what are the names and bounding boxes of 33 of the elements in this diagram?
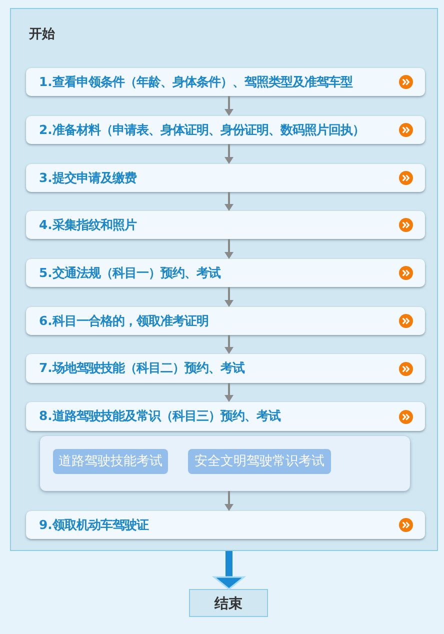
step-text: 3.提交申请及缴费: [39, 169, 136, 187]
arrow: [213, 551, 245, 590]
inner-panel: [40, 436, 410, 491]
step-text: 7.场地驾驶技能（科目二）预约、考试: [39, 359, 244, 377]
arrow: [224, 491, 234, 511]
step-box: [26, 211, 425, 239]
arrow: [224, 383, 234, 402]
arrow: [224, 144, 234, 164]
arrow: [224, 96, 234, 116]
step-text: 8.道路驾驶技能及常识（科目三）预约、考试: [39, 407, 280, 425]
arrow: [224, 192, 234, 211]
step-box: [26, 354, 425, 383]
step-box: [26, 116, 425, 144]
sub-step-box: 安全文明驾驶常识考试: [188, 449, 331, 474]
heading: 开始: [29, 26, 55, 44]
end-box: 结束: [189, 589, 268, 617]
step-text: 2.准备材料（申请表、身体证明、身份证明、数码照片回执）: [39, 121, 364, 139]
step-text: 6.科目一合格的，领取准考证明: [39, 312, 208, 330]
arrow: [224, 239, 234, 259]
step-text: 4.采集指纹和照片: [39, 216, 136, 234]
arrow: [224, 335, 234, 354]
step-text: 9.领取机动车驾驶证: [39, 516, 148, 534]
step-text: 5.交通法规（科目一）预约、考试: [39, 264, 220, 282]
step-box: [26, 259, 425, 287]
arrow: [224, 287, 234, 307]
step-box: [26, 307, 425, 335]
step-text: 1.查看申领条件（年龄、身体条件）、驾照类型及准驾车型: [39, 73, 352, 91]
panel: [10, 8, 438, 551]
step-box: [26, 402, 425, 431]
step-box: [26, 68, 425, 96]
sub-step-box: 道路驾驶技能考试: [53, 449, 168, 474]
step-box: [26, 511, 425, 539]
step-box: [26, 164, 425, 192]
